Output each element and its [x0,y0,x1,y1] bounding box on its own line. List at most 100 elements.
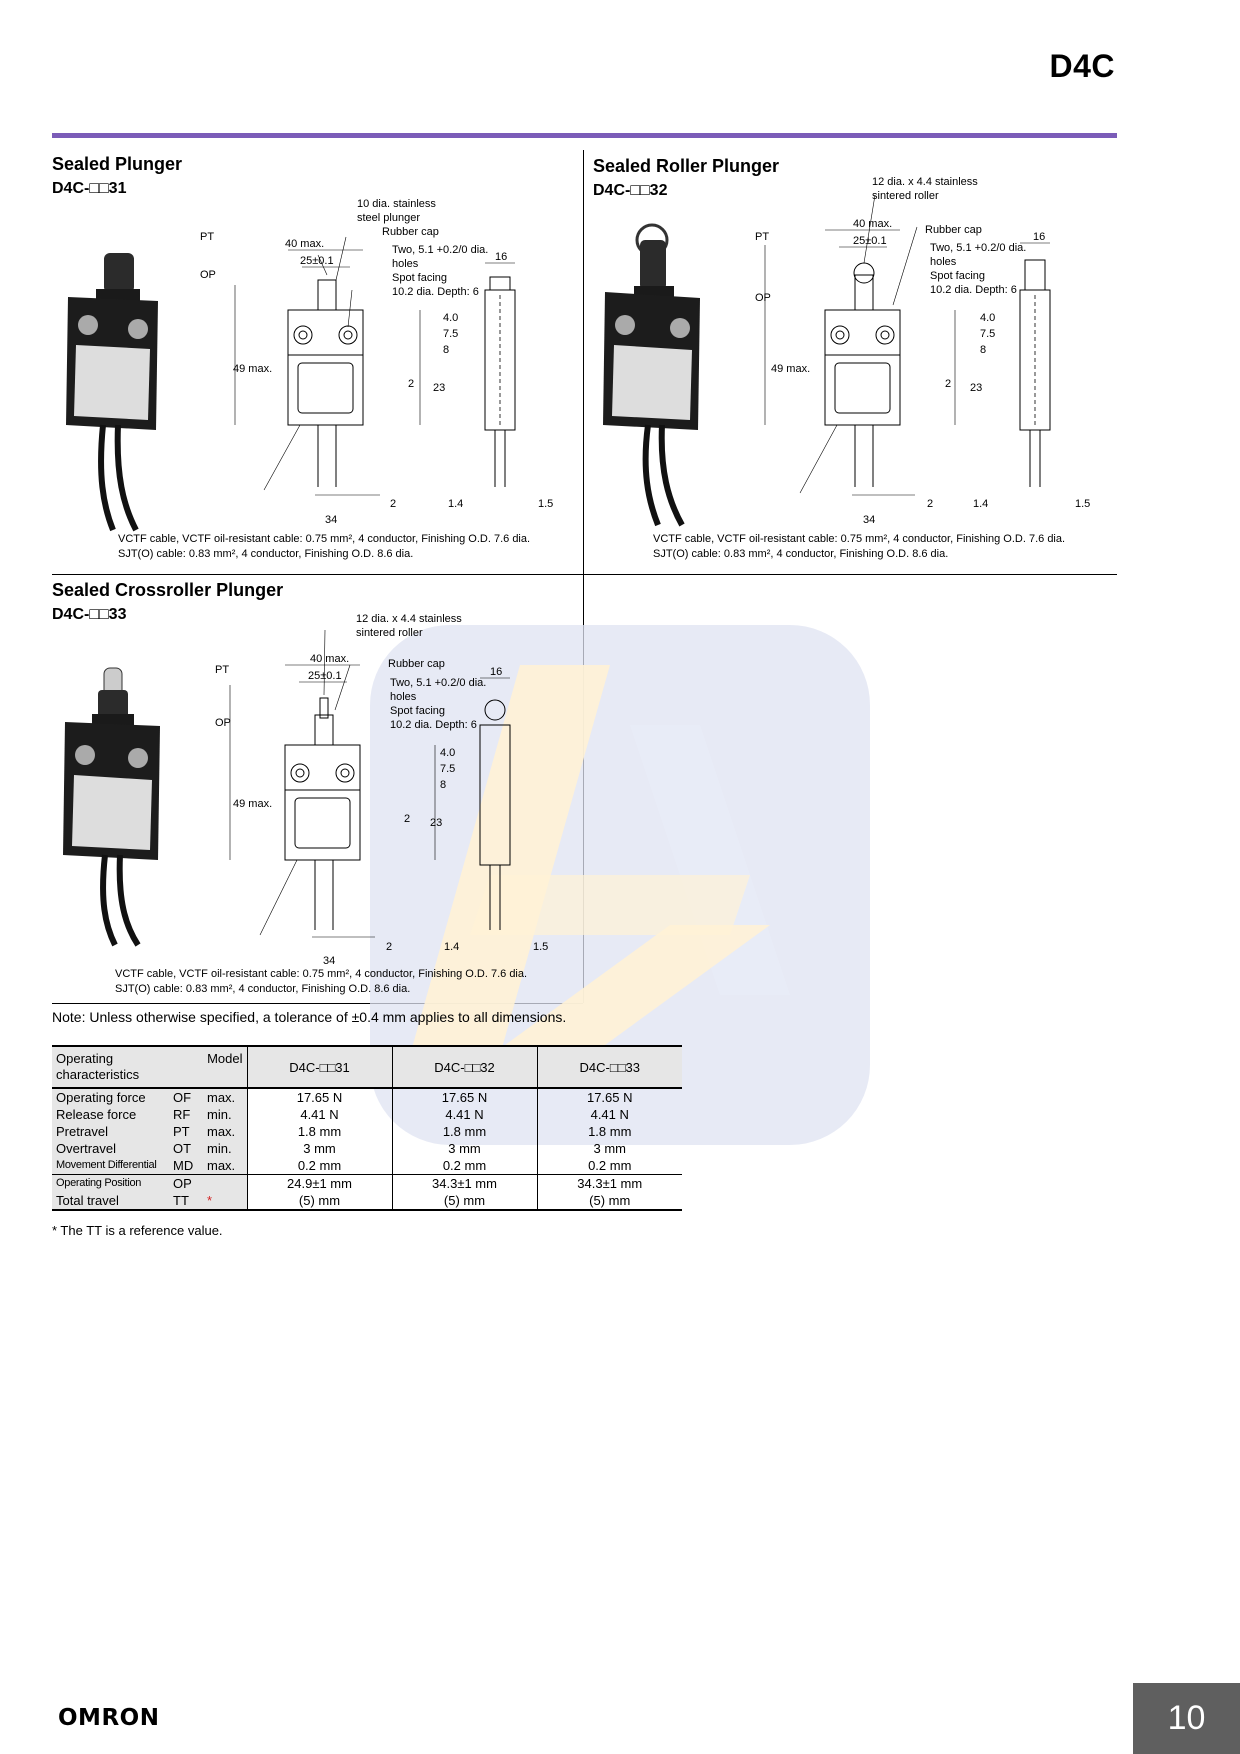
cable-note-31: VCTF cable, VCTF oil-resistant cable: 0.… [118,533,531,560]
callout-holes-1: Two, 5.1 +0.2/0 dia. [930,242,1026,254]
callout-top-1: 12 dia. x 4.4 stainless [356,613,462,625]
label-4-0: 4.0 [980,312,995,324]
label-b2: 2 [927,498,933,510]
label-op: OP [755,292,771,304]
callout-holes-4: 10.2 dia. Depth: 6 [390,719,477,731]
label-23: 23 [430,817,442,829]
label-49max: 49 max. [233,798,272,810]
table-header-model-33: D4C-□□33 [536,1046,682,1089]
section-model-31: D4C-□□31 [52,180,127,197]
label-7-5: 7.5 [440,763,455,775]
callout-holes-3: Spot facing [930,270,985,282]
table-header-model-32: D4C-□□32 [391,1046,537,1089]
grid-vertical-divider [583,150,584,1003]
label-40max: 40 max. [853,218,892,230]
label-7-5: 7.5 [980,328,995,340]
label-op: OP [215,717,231,729]
label-8: 8 [443,344,449,356]
label-4-0: 4.0 [443,312,458,324]
label-16: 16 [495,251,507,263]
cable-note-32: VCTF cable, VCTF oil-resistant cable: 0.… [653,533,1066,560]
label-40max: 40 max. [310,653,349,665]
label-2: 2 [404,813,410,825]
label-1-5: 1.5 [1075,498,1090,510]
label-pt: PT [755,231,769,243]
label-b2: 2 [390,498,396,510]
header-rule [52,133,1117,138]
label-25: 25±0.1 [308,670,342,682]
product-photo-sealed-crossroller-plunger [63,667,160,947]
label-34: 34 [863,514,875,526]
label-34: 34 [323,955,335,965]
callout-holes-4: 10.2 dia. Depth: 6 [930,284,1017,296]
label-16: 16 [490,666,502,678]
callout-rubber-cap: Rubber cap [925,224,982,236]
callout-rubber-cap: Rubber cap [388,658,445,670]
section-title-sealed-plunger: Sealed Plunger [52,154,183,174]
callout-holes-3: Spot facing [392,272,447,284]
callout-top-1: 10 dia. stainless [357,198,436,210]
section-model-33: D4C-□□33 [52,606,127,623]
label-op: OP [200,269,216,281]
callout-holes-3: Spot facing [390,705,445,717]
label-2: 2 [945,378,951,390]
label-1-5: 1.5 [538,498,553,510]
omron-logo: OMRON [58,1705,160,1731]
callout-holes-1: Two, 5.1 +0.2/0 dia. [390,677,486,689]
callout-top-1: 12 dia. x 4.4 stainless [872,176,978,188]
label-2: 2 [408,378,414,390]
label-1-4: 1.4 [444,941,459,953]
label-16: 16 [1033,231,1045,243]
label-1-5: 1.5 [533,941,548,953]
label-25: 25±0.1 [853,235,887,247]
label-1-4: 1.4 [973,498,988,510]
callout-holes-1: Two, 5.1 +0.2/0 dia. [392,244,488,256]
label-4-0: 4.0 [440,747,455,759]
label-1-4: 1.4 [448,498,463,510]
section-title-sealed-roller-plunger: Sealed Roller Plunger [593,156,780,176]
dimension-drawing-sealed-roller-plunger: PT OP 40 max. 25±0.1 16 49 max. 4.0 7.5 … [755,176,1090,526]
label-8: 8 [440,779,446,791]
callout-top-2: sintered roller [356,627,423,639]
tolerance-note: Note: Unless otherwise specified, a tole… [52,1009,567,1025]
callout-top-2: steel plunger [357,212,420,224]
footnote-tt: * The TT is a reference value. [52,1223,223,1238]
label-34: 34 [325,514,337,526]
callout-holes-2: holes [390,691,417,703]
label-23: 23 [433,382,445,394]
callout-rubber-cap: Rubber cap [382,226,439,238]
callout-holes-4: 10.2 dia. Depth: 6 [392,286,479,298]
cable-note-33: VCTF cable, VCTF oil-resistant cable: 0.… [115,968,528,995]
label-pt: PT [215,664,229,676]
product-photo-sealed-roller-plunger [603,223,700,527]
label-b2: 2 [386,941,392,953]
label-25: 25±0.1 [300,255,334,267]
callout-top-2: sintered roller [872,190,939,202]
product-photo-sealed-plunger [66,253,158,532]
label-23: 23 [970,382,982,394]
label-7-5: 7.5 [443,328,458,340]
label-40max: 40 max. [285,238,324,250]
label-pt: PT [200,231,214,243]
section-title-sealed-crossroller-plunger: Sealed Crossroller Plunger [52,580,284,600]
dimension-drawing-sealed-plunger: PT OP 40 max. 25±0.1 16 49 max. 4.0 7.5 … [200,198,553,526]
page-title: D4C [1049,48,1115,84]
grid-horizontal-divider [52,574,1117,575]
table-header-model-31: D4C-□□31 [246,1046,392,1089]
callout-holes-2: holes [930,256,957,268]
section-model-32: D4C-□□32 [593,182,668,199]
label-8: 8 [980,344,986,356]
page-number: 10 [1133,1683,1240,1754]
grid-bottom-divider [52,1003,583,1004]
callout-holes-2: holes [392,258,419,270]
label-49max: 49 max. [233,363,272,375]
